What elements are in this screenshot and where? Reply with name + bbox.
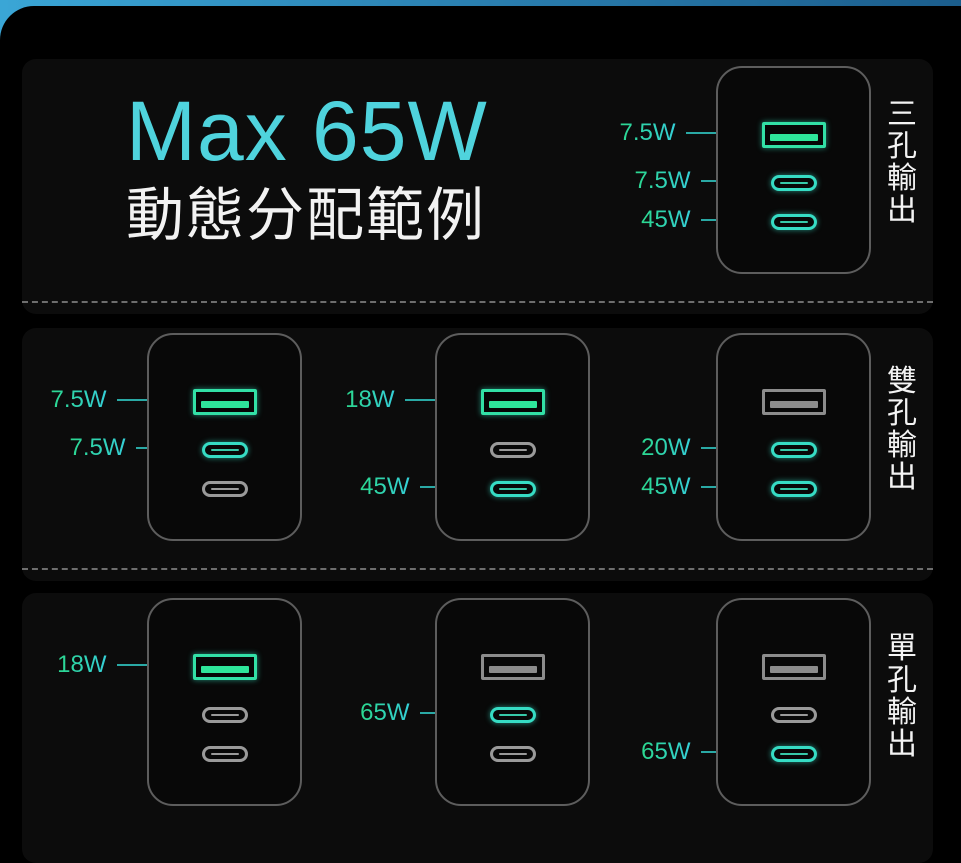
- section-three-port: Max 65W 動態分配範例 三孔輸出 7.5W 7.5W 45W: [22, 59, 933, 314]
- watt-label: 7.5W: [634, 167, 691, 194]
- section-label: 三孔輸出: [887, 97, 917, 228]
- charger-diagram: [716, 66, 871, 274]
- watt-label: 45W: [360, 473, 410, 500]
- watt-label: 7.5W: [619, 119, 676, 146]
- usb-c-port-icon: [201, 746, 248, 762]
- watt-label: 45W: [641, 206, 691, 233]
- charger-diagram: [147, 598, 302, 806]
- usb-a-port-icon: [761, 122, 826, 148]
- usb-c-port-icon: [489, 442, 536, 458]
- watt-label: 65W: [641, 738, 691, 765]
- watt-label: 20W: [641, 434, 691, 461]
- charger-diagram: [716, 333, 871, 541]
- watt-label: 18W: [57, 651, 107, 678]
- section-single-port: 單孔輸出 18W 65W 65W: [22, 593, 933, 863]
- usb-a-port-icon: [761, 654, 826, 680]
- watt-label: 18W: [345, 386, 395, 413]
- usb-c-port-icon: [201, 707, 248, 723]
- usb-a-port-icon: [480, 654, 545, 680]
- watt-label: 7.5W: [50, 386, 107, 413]
- usb-c-port-icon: [770, 214, 817, 230]
- dashed-divider: [22, 301, 933, 303]
- usb-a-port-icon: [480, 389, 545, 415]
- headline-max-power: Max 65W: [126, 84, 488, 178]
- subheadline: 動態分配範例: [126, 183, 487, 248]
- section-two-port: 雙孔輸出 7.5W 7.5W 18W 45W 20W 45W: [22, 328, 933, 581]
- usb-a-port-icon: [192, 389, 257, 415]
- charger-diagram: [716, 598, 871, 806]
- usb-c-port-icon: [201, 481, 248, 497]
- charger-diagram: [435, 598, 590, 806]
- charger-diagram: [147, 333, 302, 541]
- content-frame: Max 65W 動態分配範例 三孔輸出 7.5W 7.5W 45W 雙孔輸出 7.5…: [0, 6, 961, 863]
- usb-c-port-icon: [770, 746, 817, 762]
- usb-a-port-icon: [192, 654, 257, 680]
- usb-a-port-icon: [761, 389, 826, 415]
- watt-label: 7.5W: [69, 434, 126, 461]
- usb-c-port-icon: [770, 481, 817, 497]
- usb-c-port-icon: [489, 707, 536, 723]
- section-label: 雙孔輸出: [887, 364, 917, 495]
- usb-c-port-icon: [770, 707, 817, 723]
- watt-label: 65W: [360, 699, 410, 726]
- usb-c-port-icon: [489, 746, 536, 762]
- dashed-divider: [22, 568, 933, 570]
- charger-diagram: [435, 333, 590, 541]
- usb-c-port-icon: [201, 442, 248, 458]
- usb-c-port-icon: [770, 175, 817, 191]
- section-label: 單孔輸出: [887, 631, 917, 762]
- usb-c-port-icon: [770, 442, 817, 458]
- watt-label: 45W: [641, 473, 691, 500]
- usb-c-port-icon: [489, 481, 536, 497]
